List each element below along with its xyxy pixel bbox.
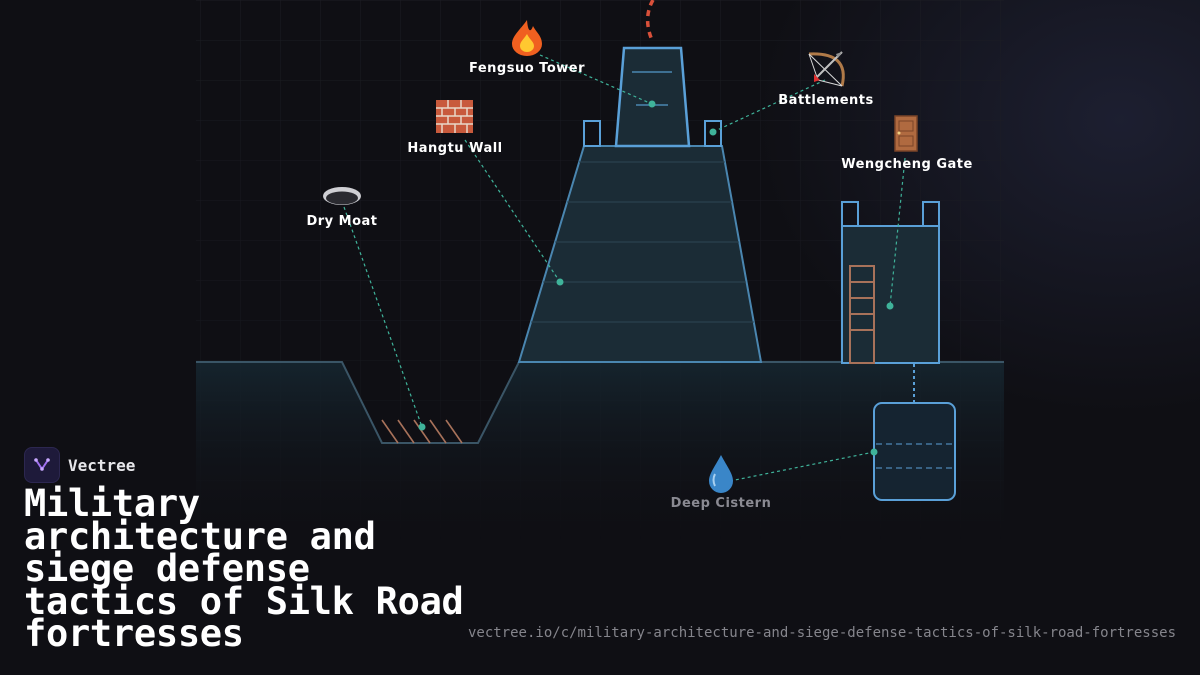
droplet-icon bbox=[709, 455, 733, 493]
anchor-dots bbox=[418, 100, 894, 456]
wengcheng-gate-label: Wengcheng Gate bbox=[841, 157, 973, 172]
hole-icon bbox=[323, 187, 361, 205]
rammed-earth-layers bbox=[531, 161, 754, 323]
brand[interactable]: Vectree bbox=[24, 447, 135, 483]
fengsuo-tower-shape bbox=[614, 46, 691, 148]
ground bbox=[196, 362, 1004, 540]
page-url[interactable]: vectree.io/c/military-architecture-and-s… bbox=[467, 625, 1176, 641]
battlements-label: Battlements bbox=[778, 93, 874, 108]
fire-icon bbox=[512, 20, 542, 56]
moat-stakes bbox=[381, 419, 463, 444]
deep-cistern-label: Deep Cistern bbox=[670, 496, 772, 511]
page-title: Military architecture and siege defense … bbox=[24, 482, 464, 655]
fengsuo-tower-label: Fengsuo Tower bbox=[469, 61, 585, 76]
merlon-right bbox=[704, 120, 722, 147]
brand-name: Vectree bbox=[68, 455, 136, 475]
signal-smoke bbox=[645, 0, 655, 41]
hangtu-wall-label: Hangtu Wall bbox=[407, 141, 503, 156]
cistern-shape bbox=[873, 402, 956, 501]
merlon-left bbox=[583, 120, 601, 147]
leader-lines bbox=[343, 54, 906, 482]
dry-moat-label: Dry Moat bbox=[306, 214, 378, 229]
vectree-logo-icon bbox=[24, 447, 60, 483]
brick-icon bbox=[436, 100, 473, 133]
gate-ladder bbox=[849, 265, 875, 364]
wengcheng-gate-shape bbox=[841, 225, 940, 364]
door-icon bbox=[894, 115, 918, 152]
bow-and-arrow-icon bbox=[808, 51, 845, 87]
